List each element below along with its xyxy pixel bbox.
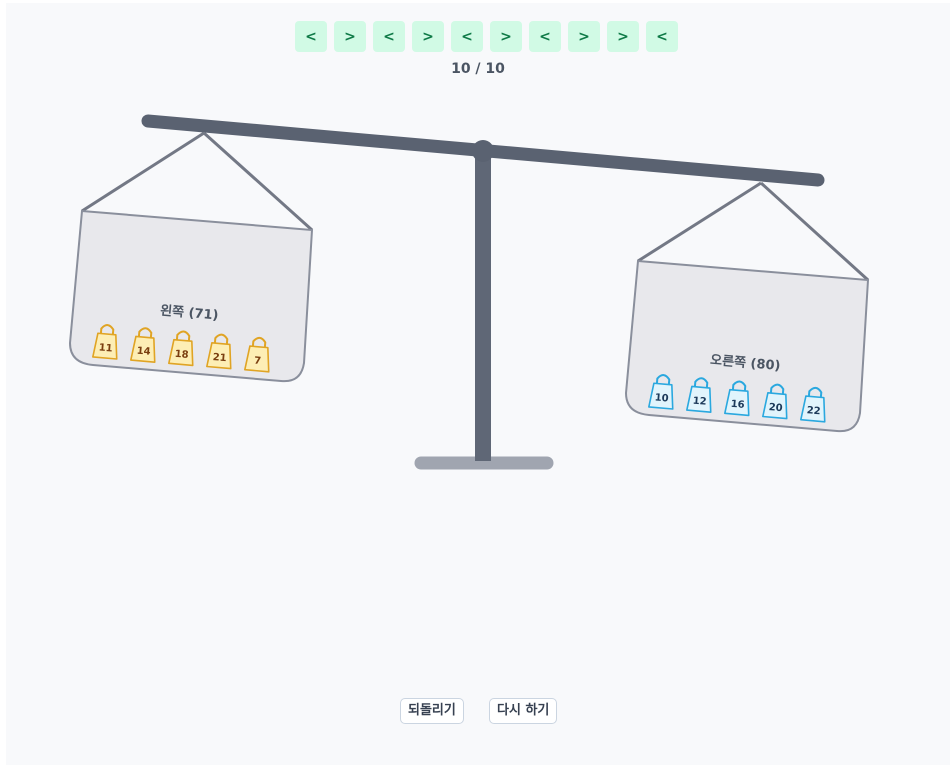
- right-weight-1[interactable]: 10: [648, 374, 676, 410]
- left-weight-body: [168, 338, 194, 367]
- history-move-4[interactable]: >: [412, 21, 444, 52]
- right-weight-value: 10: [654, 392, 669, 404]
- right-weight-3[interactable]: 16: [724, 380, 752, 417]
- left-weight-value: 18: [174, 349, 189, 361]
- right-weight-value: 16: [730, 399, 745, 411]
- left-weight-value: 7: [254, 356, 262, 368]
- right-weight-handle: [655, 374, 671, 386]
- history-move-2[interactable]: >: [334, 21, 366, 52]
- left-weight-value: 21: [212, 352, 227, 364]
- left-string-outer: [81, 131, 205, 213]
- right-pan-label: 오른쪽 (80): [710, 353, 781, 374]
- left-weight-value: 11: [98, 342, 113, 354]
- left-weight-value: 14: [136, 346, 151, 358]
- right-weight-handle: [731, 380, 747, 393]
- right-string-outer: [637, 181, 762, 263]
- history-move-1[interactable]: <: [295, 21, 327, 52]
- right-pan-body: [624, 259, 870, 433]
- right-weight-handle: [769, 383, 785, 396]
- undo-button[interactable]: 되돌리기: [400, 698, 464, 724]
- left-weight-4[interactable]: 21: [206, 333, 234, 370]
- right-pan: 오른쪽 (80) 10 12 16 20 22: [624, 181, 870, 433]
- left-pan: 왼쪽 (71) 11 14 18 21 7: [68, 131, 314, 383]
- history-move-9[interactable]: >: [607, 21, 639, 52]
- balance-scale: 왼쪽 (71) 11 14 18 21 7 오른쪽 (80) 10 12 16 20 22: [68, 114, 870, 470]
- move-history: <><><><>><: [295, 21, 678, 52]
- history-move-8[interactable]: >: [568, 21, 600, 52]
- left-weight-1[interactable]: 11: [92, 324, 120, 360]
- scale-pillar: [475, 151, 491, 461]
- left-weight-body: [244, 345, 270, 373]
- left-weight-handle: [251, 336, 267, 349]
- right-weight-4[interactable]: 20: [762, 383, 790, 420]
- left-weight-handle: [213, 333, 229, 346]
- left-weights: 11 14 18 21 7: [92, 324, 272, 373]
- right-string-inner: [759, 181, 870, 282]
- move-counter: 10 / 10: [451, 61, 505, 77]
- history-move-7[interactable]: <: [529, 21, 561, 52]
- history-move-10[interactable]: <: [646, 21, 678, 52]
- right-weight-body: [724, 388, 750, 417]
- left-weight-handle: [175, 330, 191, 343]
- right-weight-2[interactable]: 12: [686, 377, 714, 413]
- right-weight-value: 12: [692, 396, 707, 408]
- history-move-3[interactable]: <: [373, 21, 405, 52]
- left-weight-5[interactable]: 7: [244, 336, 272, 373]
- left-weight-handle: [137, 327, 153, 339]
- scale-pivot: [472, 140, 494, 162]
- left-weight-body: [130, 335, 156, 363]
- history-move-5[interactable]: <: [451, 21, 483, 52]
- left-weight-2[interactable]: 14: [130, 327, 158, 363]
- history-move-6[interactable]: >: [490, 21, 522, 52]
- right-weight-value: 20: [768, 402, 783, 414]
- left-weight-3[interactable]: 18: [168, 330, 196, 367]
- right-weight-handle: [693, 377, 709, 389]
- right-weight-body: [686, 385, 712, 413]
- right-weight-body: [800, 395, 826, 423]
- right-weight-5[interactable]: 22: [800, 386, 828, 423]
- right-weight-value: 22: [806, 405, 821, 417]
- right-weight-handle: [807, 386, 823, 399]
- left-pan-body: [68, 209, 314, 383]
- restart-button[interactable]: 다시 하기: [489, 698, 558, 724]
- left-weight-body: [92, 332, 118, 360]
- right-weight-body: [762, 392, 788, 420]
- right-weights: 10 12 16 20 22: [648, 374, 828, 423]
- left-weight-body: [206, 342, 232, 370]
- left-string-inner: [202, 131, 314, 232]
- right-weight-body: [648, 382, 674, 410]
- left-pan-label: 왼쪽 (71): [160, 303, 220, 323]
- left-weight-handle: [99, 324, 115, 336]
